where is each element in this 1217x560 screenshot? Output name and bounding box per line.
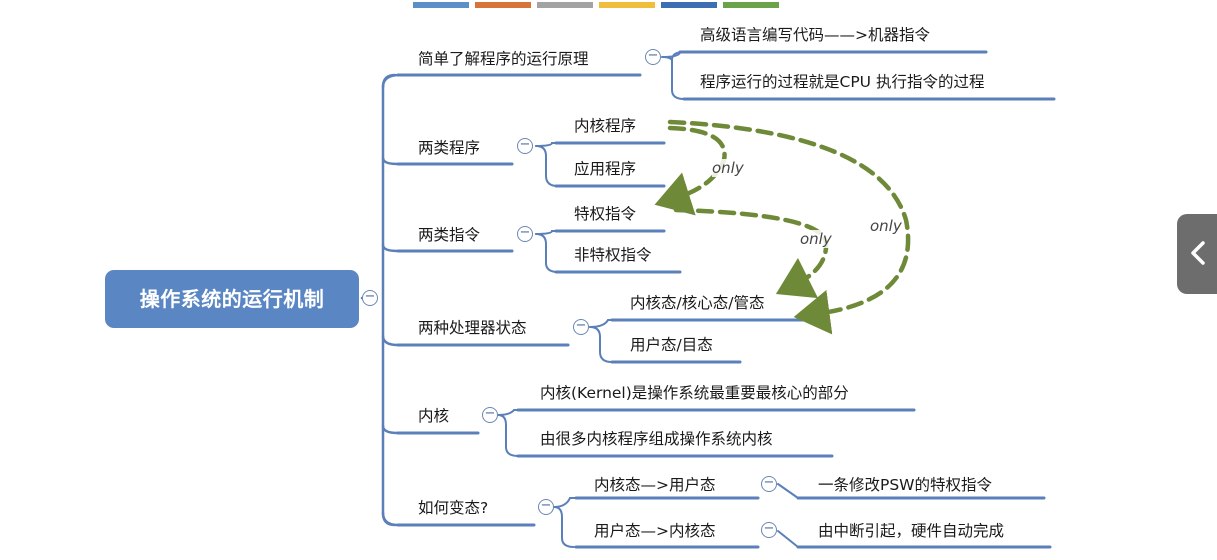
leaf-node-kernel-program[interactable]: 内核程序: [574, 117, 637, 135]
branch-collapse-button-4[interactable]: −: [573, 319, 589, 335]
branch-collapse-button-6[interactable]: −: [538, 499, 554, 515]
only-label-2: only: [800, 230, 832, 248]
leaf-node-high-level-to-machine[interactable]: 高级语言编写代码——>机器指令: [700, 26, 930, 44]
color-swatch-1[interactable]: [413, 2, 469, 8]
leaf-node-kernel-definition[interactable]: 内核(Kernel)是操作系统最重要最核心的部分: [540, 384, 849, 402]
leaf-node-kernel-composition[interactable]: 由很多内核程序组成操作系统内核: [540, 430, 773, 448]
only-arrow-kernel-to-kernel-mode: [667, 119, 911, 335]
branch-collapse-button-5[interactable]: −: [482, 407, 498, 423]
leaf-collapse-button-kernel-to-user[interactable]: −: [761, 476, 777, 492]
color-swatch-3[interactable]: [537, 2, 593, 8]
root-collapse-button[interactable]: −: [362, 290, 378, 306]
branch-conn-4: [381, 334, 400, 347]
color-swatch-6[interactable]: [723, 2, 779, 8]
leaf-node-interrupt-hardware[interactable]: 由中断引起，硬件自动完成: [818, 522, 1005, 540]
side-panel-toggle[interactable]: [1177, 214, 1217, 294]
leaf-node-user-to-kernel[interactable]: 用户态—>内核态: [594, 522, 716, 540]
leaf-node-cpu-executes-instructions[interactable]: 程序运行的过程就是CPU 执行指令的过程: [700, 73, 985, 91]
root-node[interactable]: 操作系统的运行机制: [105, 270, 359, 328]
color-swatch-2[interactable]: [475, 2, 531, 8]
leaf-collapse-button-user-to-kernel[interactable]: −: [761, 522, 777, 538]
branch-conn-5: [381, 424, 400, 435]
leaf-node-privileged-instruction[interactable]: 特权指令: [574, 205, 637, 223]
only-label-3: only: [870, 217, 902, 235]
leaf-node-application-program[interactable]: 应用程序: [574, 160, 637, 178]
branch-conn-2: [381, 156, 400, 166]
leaf-node-kernel-to-user[interactable]: 内核态—>用户态: [594, 476, 716, 494]
trunk-vertical: [381, 73, 397, 527]
chevron-left-icon: [1191, 241, 1205, 265]
branch-collapse-button-3[interactable]: −: [517, 226, 533, 242]
branch-node-two-program-types[interactable]: 两类程序: [418, 139, 481, 157]
branch-collapse-button-2[interactable]: −: [517, 138, 533, 154]
branch-node-mode-switch[interactable]: 如何变态?: [418, 499, 489, 517]
leaf-node-kernel-mode[interactable]: 内核态/核心态/管态: [630, 294, 765, 312]
leaf-node-modify-psw[interactable]: 一条修改PSW的特权指令: [818, 476, 993, 494]
leaf-node-non-privileged-instruction[interactable]: 非特权指令: [574, 246, 652, 264]
branch-node-two-processor-states[interactable]: 两种处理器状态: [418, 319, 527, 337]
color-swatch-5[interactable]: [661, 2, 717, 8]
branch-conn-6: [381, 511, 400, 527]
only-label-1: only: [712, 159, 744, 177]
branch-collapse-button-1[interactable]: −: [645, 49, 661, 65]
leaf-node-user-mode[interactable]: 用户态/目态: [630, 336, 713, 354]
branch-node-program-principle[interactable]: 简单了解程序的运行原理: [418, 50, 589, 68]
branch-node-kernel[interactable]: 内核: [418, 407, 450, 425]
color-swatch-4[interactable]: [599, 2, 655, 8]
only-arrow-privileged-to-kernel-mode: [673, 207, 829, 299]
branch-node-two-instruction-types[interactable]: 两类指令: [418, 226, 481, 244]
branch-conn-3: [381, 243, 400, 253]
